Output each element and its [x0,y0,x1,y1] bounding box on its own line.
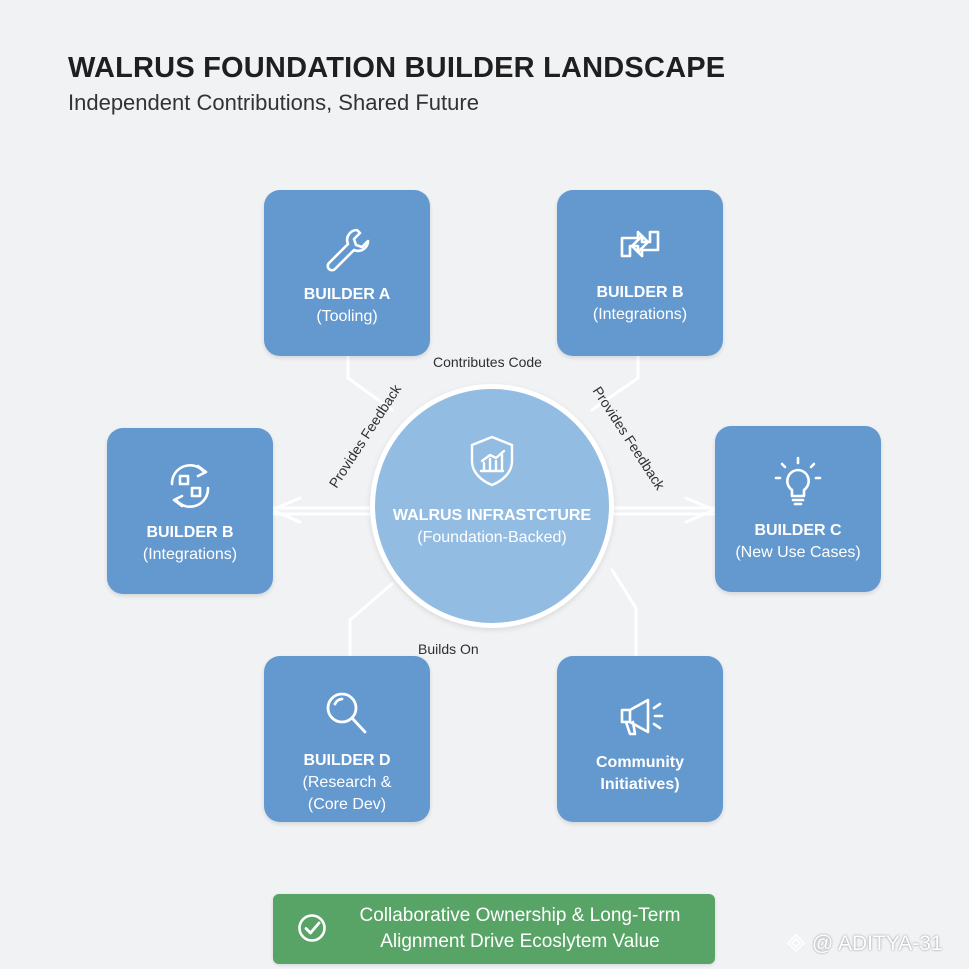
connector-top-right [590,354,640,412]
node-builder-c: BUILDER C (New Use Cases) [715,426,881,592]
megaphone-icon [620,698,664,736]
shield-chart-icon [470,435,514,487]
node-subtitle: (Research & [302,774,392,791]
edge-label-contributes-code: Contributes Code [433,354,542,370]
transfer-arrows-icon [620,230,660,258]
node-builder-b-top: BUILDER B (Integrations) [557,190,723,356]
node-subtitle: (New Use Cases) [735,544,861,561]
node-title: BUILDER C [754,522,842,539]
node-subtitle: (Integrations) [592,306,688,323]
node-title: BUILDER D [303,752,391,769]
cycle-arrows-icon [170,464,210,508]
node-subtitle: (Integrations) [142,546,238,563]
node-title: BUILDER B [146,524,234,541]
footer-line-2: Alignment Drive Ecoslytem Value [380,931,660,952]
page-title: WALRUS FOUNDATION BUILDER LANDSCAPE [68,52,726,84]
watermark-text: @ ADITYA-31 [812,932,943,955]
node-community-initiatives: Community Initiatives) [557,656,723,822]
center-subtitle: (Foundation-Backed) [417,529,567,546]
connector-left [268,496,376,524]
watermark: @ ADITYA-31 [786,932,943,956]
node-title: BUILDER A [303,286,391,303]
page-subtitle: Independent Contributions, Shared Future [68,90,479,115]
magnifier-icon [326,692,367,734]
node-builder-d: BUILDER D (Research & (Core Dev) [264,656,430,822]
edge-label-builds-on: Builds On [418,641,479,657]
footer-banner: Collaborative Ownership & Long-Term Alig… [273,894,715,964]
lightbulb-icon [774,456,822,506]
center-title: WALRUS INFRASTCTURE [392,507,592,524]
diamond-logo-icon [786,933,806,953]
check-circle-icon [298,914,326,942]
connector-bottom-right [610,568,638,659]
connector-top-left [346,354,394,412]
node-title: Community [596,754,684,771]
node-title: BUILDER B [596,284,684,301]
footer-line-1: Collaborative Ownership & Long-Term [359,905,681,926]
connector-bottom-left [348,582,394,659]
node-subtitle-line2: (Core Dev) [307,796,387,813]
wrench-icon [326,228,370,272]
node-builder-b-left: BUILDER B (Integrations) [107,428,273,594]
node-subtitle: (Tooling) [316,308,378,325]
center-infrastructure: WALRUS INFRASTCTURE (Foundation-Backed) [370,384,614,628]
node-subtitle: Initiatives) [600,776,680,793]
connector-right [610,496,718,524]
node-builder-a: BUILDER A (Tooling) [264,190,430,356]
